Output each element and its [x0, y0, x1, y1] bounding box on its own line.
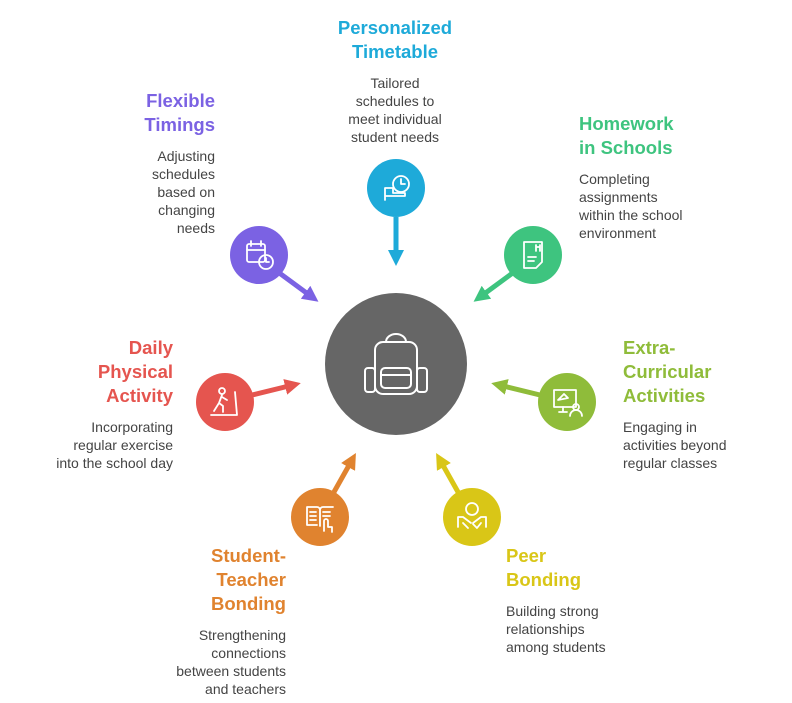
node-circle — [504, 226, 562, 284]
arrow-flexible-timings — [276, 269, 319, 302]
node-description: Completing assignments within the school… — [579, 171, 683, 241]
arrow-peer-bonding — [436, 453, 461, 494]
node-homework-in-schools-circle — [504, 226, 562, 284]
node-circle — [230, 226, 288, 284]
node-title: Flexible Timings — [144, 90, 215, 135]
node-title: Homework in Schools — [579, 113, 674, 158]
node-student-teacher-bonding-circle — [291, 488, 349, 546]
node-daily-physical-activity-text: Daily Physical Activity Incorporating re… — [0, 336, 173, 472]
arrow-homework-in-schools — [473, 269, 516, 302]
node-daily-physical-activity-circle — [196, 373, 254, 431]
node-personalized-timetable-text: Personalized Timetable Tailored schedule… — [295, 16, 495, 146]
arrow-student-teacher-bonding — [331, 453, 356, 494]
node-description: Incorporating regular exercise into the … — [56, 419, 173, 471]
handshake-icon — [457, 502, 487, 529]
arrow-extra-curricular-activities — [491, 379, 541, 398]
book-reading-icon — [306, 506, 334, 533]
bed-clock-icon — [384, 175, 410, 201]
center-circle — [325, 293, 467, 435]
node-description: Building strong relationships among stud… — [506, 603, 606, 655]
node-description: Tailored schedules to meet individual st… — [348, 75, 442, 145]
node-student-teacher-bonding-text: Student- Teacher Bonding Strengthening c… — [86, 544, 286, 698]
treadmill-icon — [210, 387, 238, 416]
node-extra-curricular-activities-circle — [538, 373, 596, 431]
node-title: Personalized Timetable — [337, 17, 453, 62]
node-title: Peer Bonding — [506, 545, 582, 590]
node-homework-in-schools-text: Homework in Schools Completing assignmen… — [579, 112, 769, 242]
node-description: Adjusting schedules based on changing ne… — [151, 148, 215, 236]
node-flexible-timings-circle — [230, 226, 288, 284]
node-title: Student- Teacher Bonding — [210, 545, 286, 614]
node-description: Engaging in activities beyond regular cl… — [623, 419, 727, 471]
node-personalized-timetable-circle — [367, 159, 425, 217]
node-circle — [196, 373, 254, 431]
node-description: Strengthening connections between studen… — [176, 627, 286, 697]
node-extra-curricular-activities-text: Extra- Curricular Activities Engaging in… — [623, 336, 792, 472]
online-class-icon — [553, 389, 583, 417]
node-circle — [367, 159, 425, 217]
node-title: Daily Physical Activity — [97, 337, 173, 406]
graded-paper-icon — [523, 241, 543, 269]
backpack-icon — [364, 333, 428, 395]
arrow-daily-physical-activity — [251, 379, 301, 398]
node-circle — [538, 373, 596, 431]
calendar-clock-icon — [246, 240, 274, 270]
node-circle — [443, 488, 501, 546]
node-peer-bonding-text: Peer Bonding Building strong relationshi… — [506, 544, 706, 656]
node-peer-bonding-circle — [443, 488, 501, 546]
node-title: Extra- Curricular Activities — [623, 337, 712, 406]
node-flexible-timings-text: Flexible Timings Adjusting schedules bas… — [35, 89, 215, 237]
